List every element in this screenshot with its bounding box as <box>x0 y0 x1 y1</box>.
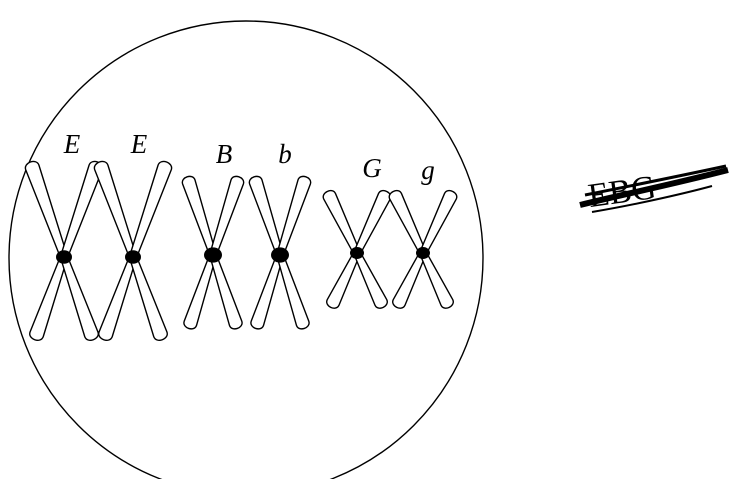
chromatid-arm-3 <box>392 250 427 309</box>
chromatid-arm-4 <box>353 250 388 309</box>
chromosome-4 <box>248 175 312 330</box>
scribble-strike-1 <box>579 167 729 208</box>
chromatid-arm-1 <box>24 160 68 259</box>
allele-label-1: E <box>63 129 81 159</box>
chromatid-arm-2 <box>353 190 392 256</box>
crossed-out-annotation: EBG <box>579 164 729 215</box>
centromere <box>416 247 430 259</box>
chromatid-arm-4 <box>60 255 99 341</box>
allele-label-5: G <box>362 153 382 183</box>
chromosome-1 <box>24 160 104 341</box>
centromere <box>125 250 141 264</box>
chromatid-arm-1 <box>248 175 284 257</box>
chromatid-arm-3 <box>183 253 217 330</box>
chromatid-arm-3 <box>250 253 284 330</box>
chromatid-arm-3 <box>29 255 68 341</box>
chromatid-arm-2 <box>209 175 245 257</box>
chromatid-arm-1 <box>181 175 217 257</box>
allele-label-6: g <box>421 155 435 185</box>
centromere <box>56 250 72 264</box>
chromatid-arm-4 <box>209 253 243 330</box>
chromatid-arm-3 <box>326 250 361 309</box>
chromosome-5 <box>322 190 392 309</box>
chromatid-arm-2 <box>129 160 173 259</box>
allele-label-4: b <box>278 139 292 169</box>
cell-membrane <box>8 20 484 484</box>
centromere <box>271 247 289 263</box>
chromosome-2 <box>93 160 173 341</box>
scribble-strike-2 <box>584 164 727 197</box>
centromere <box>204 247 222 263</box>
chromatid-arm-2 <box>276 175 312 257</box>
chromatid-arm-2 <box>419 190 458 256</box>
chromatid-arm-4 <box>276 253 310 330</box>
chromosome-group <box>24 160 458 341</box>
chromatid-arm-1 <box>322 190 361 256</box>
allele-label-3: B <box>215 139 233 169</box>
chromosome-6 <box>388 190 458 309</box>
chromatid-arm-2 <box>60 160 104 259</box>
scribble-strike-3 <box>591 185 713 213</box>
chromatid-arm-1 <box>388 190 427 256</box>
chromatid-arm-4 <box>419 250 454 309</box>
chromatid-arm-4 <box>129 255 168 341</box>
centromere <box>350 247 364 259</box>
allele-label-2: E <box>130 129 148 159</box>
chromatid-arm-1 <box>93 160 137 259</box>
chromatid-arm-3 <box>98 255 137 341</box>
chromosome-3 <box>181 175 245 330</box>
